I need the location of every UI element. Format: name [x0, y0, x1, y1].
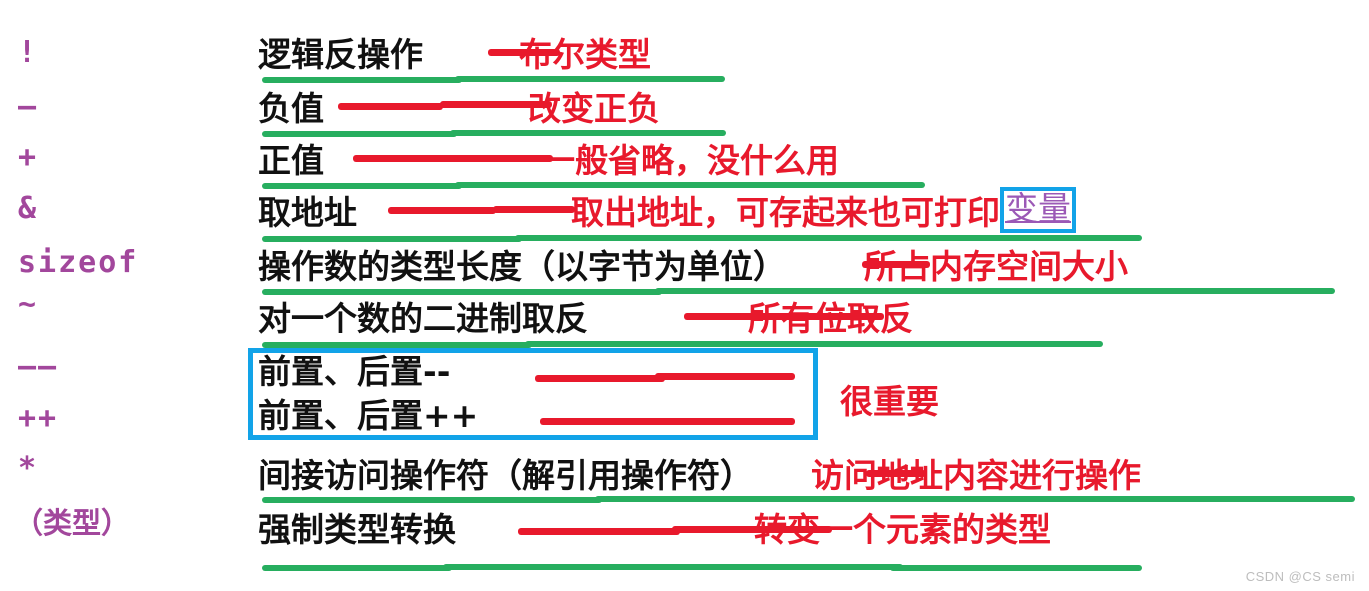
- operator-symbol-decrement: ––: [18, 349, 59, 384]
- description-text: 操作数的类型长度（以字节为单位）: [258, 247, 786, 286]
- green-underline: [262, 77, 462, 83]
- highlight-box-increment-decrement[interactable]: [248, 348, 818, 440]
- green-underline: [262, 131, 457, 137]
- green-underline: [515, 235, 1142, 241]
- operator-symbol-increment: ++: [18, 401, 59, 436]
- red-connector-line: [440, 101, 552, 108]
- description-row-decrement: 前置、后置--: [258, 345, 450, 393]
- description-text: 正值: [258, 141, 324, 180]
- description-text: 前置、后置++: [258, 396, 479, 435]
- red-connector-line: [518, 528, 680, 535]
- description-text: 逻辑反操作: [258, 35, 423, 74]
- green-underline: [262, 342, 532, 348]
- green-underline: [890, 565, 1142, 571]
- red-connector-line: [488, 49, 560, 56]
- red-connector-line: [493, 206, 575, 213]
- callout-very-important: 很重要: [840, 375, 939, 423]
- description-row-negative: 负值 改变正负: [258, 82, 660, 130]
- operator-symbol-address-of: &: [18, 191, 39, 226]
- green-underline: [262, 565, 452, 571]
- green-underline: [262, 497, 602, 503]
- description-row-increment: 前置、后置++: [258, 389, 478, 437]
- red-connector-line: [338, 103, 443, 110]
- green-underline: [595, 496, 1355, 502]
- green-underline: [443, 564, 903, 570]
- green-underline: [655, 288, 1335, 294]
- green-underline: [262, 289, 662, 295]
- operator-symbol-cast: （类型）: [14, 506, 131, 540]
- description-text: 取地址: [258, 193, 357, 232]
- green-underline: [262, 236, 522, 242]
- description-text: 负值: [258, 89, 324, 128]
- red-connector-line: [655, 373, 795, 380]
- description-text: 间接访问操作符（解引用操作符）: [258, 456, 753, 495]
- red-connector-line: [540, 418, 795, 425]
- description-row-dereference: 间接访问操作符（解引用操作符） 访问地址内容进行操作: [258, 449, 1141, 497]
- annotation-text: 取出地址，可存起来也可打印: [571, 193, 1000, 232]
- operator-symbol-bitwise-not: ~: [18, 287, 39, 322]
- highlighted-term-variable[interactable]: 变量: [1000, 187, 1076, 233]
- description-row-sizeof: 操作数的类型长度（以字节为单位） 所占内存空间大小: [258, 240, 1128, 288]
- description-row-cast: 强制类型转换 转变一个元素的类型: [258, 503, 1051, 551]
- operator-symbol-dereference: *: [18, 451, 39, 486]
- red-connector-line: [862, 261, 930, 268]
- annotation-text: 改变正负: [528, 89, 660, 128]
- red-connector-line: [672, 526, 832, 533]
- red-connector-line: [353, 155, 553, 162]
- green-underline: [455, 76, 725, 82]
- description-text: 强制类型转换: [258, 510, 456, 549]
- green-underline: [525, 341, 1103, 347]
- green-underline: [455, 182, 925, 188]
- operator-symbol-not: !: [18, 35, 39, 70]
- red-connector-line: [388, 207, 496, 214]
- description-row-address-of: 取地址 取出地址，可存起来也可打印 变量: [258, 186, 1076, 234]
- description-text: 前置、后置--: [258, 352, 451, 391]
- annotation-text: 一般省略，没什么用: [542, 141, 839, 180]
- operator-symbol-positive: +: [18, 140, 39, 175]
- red-connector-line: [684, 313, 884, 320]
- operator-symbol-sizeof: sizeof: [18, 245, 139, 280]
- red-connector-line: [535, 375, 665, 382]
- watermark-text: CSDN @CS semi: [1245, 569, 1355, 584]
- description-row-positive: 正值 一般省略，没什么用: [258, 134, 839, 182]
- annotation-text: 访问地址内容进行操作: [811, 456, 1141, 495]
- red-connector-line: [866, 470, 926, 477]
- green-underline: [450, 130, 726, 136]
- green-underline: [262, 183, 462, 189]
- callout-text: 很重要: [840, 382, 939, 421]
- description-text: 对一个数的二进制取反: [258, 299, 588, 338]
- description-row-logical-not: 逻辑反操作 布尔类型: [258, 28, 651, 76]
- operator-symbol-negative: –: [18, 89, 39, 124]
